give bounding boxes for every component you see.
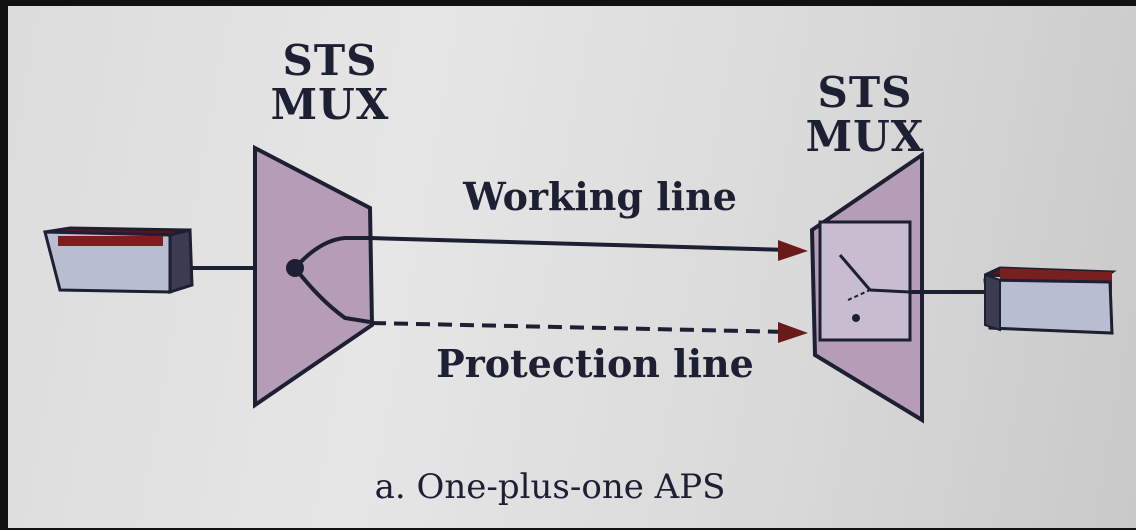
right-device (983, 266, 1117, 335)
protection-line (371, 321, 791, 334)
right-mux-label-line1: STS (817, 68, 913, 117)
left-mux (253, 144, 375, 409)
protection-line-label: Protection line (436, 341, 754, 386)
left-device (43, 226, 194, 295)
left-mux-label-line2: MUX (270, 80, 390, 129)
caption: a. One-plus-one APS (374, 467, 726, 507)
working-line (369, 236, 791, 252)
bridge-splitter (286, 236, 371, 324)
protection-arrowhead (778, 322, 808, 343)
working-arrowhead (778, 240, 808, 261)
right-mux-label-line2: MUX (805, 112, 925, 161)
selector-switch (818, 220, 912, 342)
left-mux-label-line1: STS (282, 36, 378, 85)
working-line-label: Working line (463, 174, 737, 219)
